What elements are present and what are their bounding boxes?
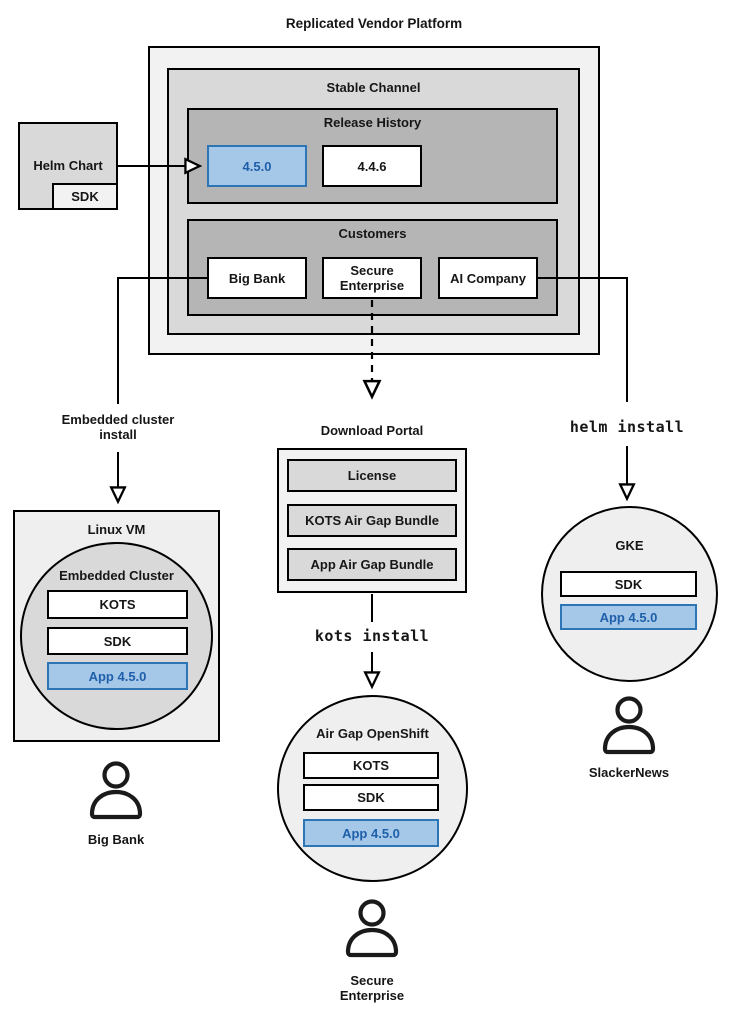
customers-title: Customers (338, 226, 407, 241)
component-node-sdk: SDK (47, 627, 188, 655)
release-node-previous: 4.4.6 (322, 145, 422, 187)
person-icon-big-bank (89, 761, 143, 820)
download-portal-title: Download Portal (320, 423, 424, 438)
gke-title: GKE (615, 538, 644, 553)
component-node-app: App 4.5.0 (560, 604, 697, 630)
customer-node-big-bank: Big Bank (207, 257, 307, 299)
user-label-big-bank: Big Bank (87, 832, 145, 847)
user-label-slackernews: SlackerNews (588, 765, 670, 780)
release-node-current: 4.5.0 (207, 145, 307, 187)
stable-channel-title: Stable Channel (326, 80, 421, 95)
helm-install-label: helm install (569, 418, 685, 436)
diagram-title: Replicated Vendor Platform (285, 16, 463, 31)
component-node-sdk: SDK (560, 571, 697, 597)
component-node-app: App 4.5.0 (303, 819, 439, 847)
portal-item-app-bundle: App Air Gap Bundle (287, 548, 457, 581)
airgap-openshift-title: Air Gap OpenShift (316, 726, 429, 741)
kots-install-label: kots install (314, 627, 430, 645)
customer-node-secure-enterprise: Secure Enterprise (322, 257, 422, 299)
component-node-app: App 4.5.0 (47, 662, 188, 690)
person-icon-secure-enterprise (345, 899, 399, 958)
helm-chart-title: Helm Chart (33, 158, 103, 173)
customer-node-ai-company: AI Company (438, 257, 538, 299)
release-history-title: Release History (323, 115, 422, 130)
portal-item-license: License (287, 459, 457, 492)
embedded-install-label: Embedded cluster install (61, 412, 175, 442)
person-icon-slackernews (602, 696, 656, 755)
helm-chart-sdk-node: SDK (52, 183, 118, 210)
component-node-sdk: SDK (303, 784, 439, 811)
linux-vm-title: Linux VM (87, 522, 146, 537)
embedded-cluster-title: Embedded Cluster (59, 568, 174, 583)
component-node-kots: KOTS (303, 752, 439, 779)
user-label-secure-enterprise: Secure Enterprise (339, 973, 405, 1003)
portal-item-kots-bundle: KOTS Air Gap Bundle (287, 504, 457, 537)
component-node-kots: KOTS (47, 590, 188, 619)
